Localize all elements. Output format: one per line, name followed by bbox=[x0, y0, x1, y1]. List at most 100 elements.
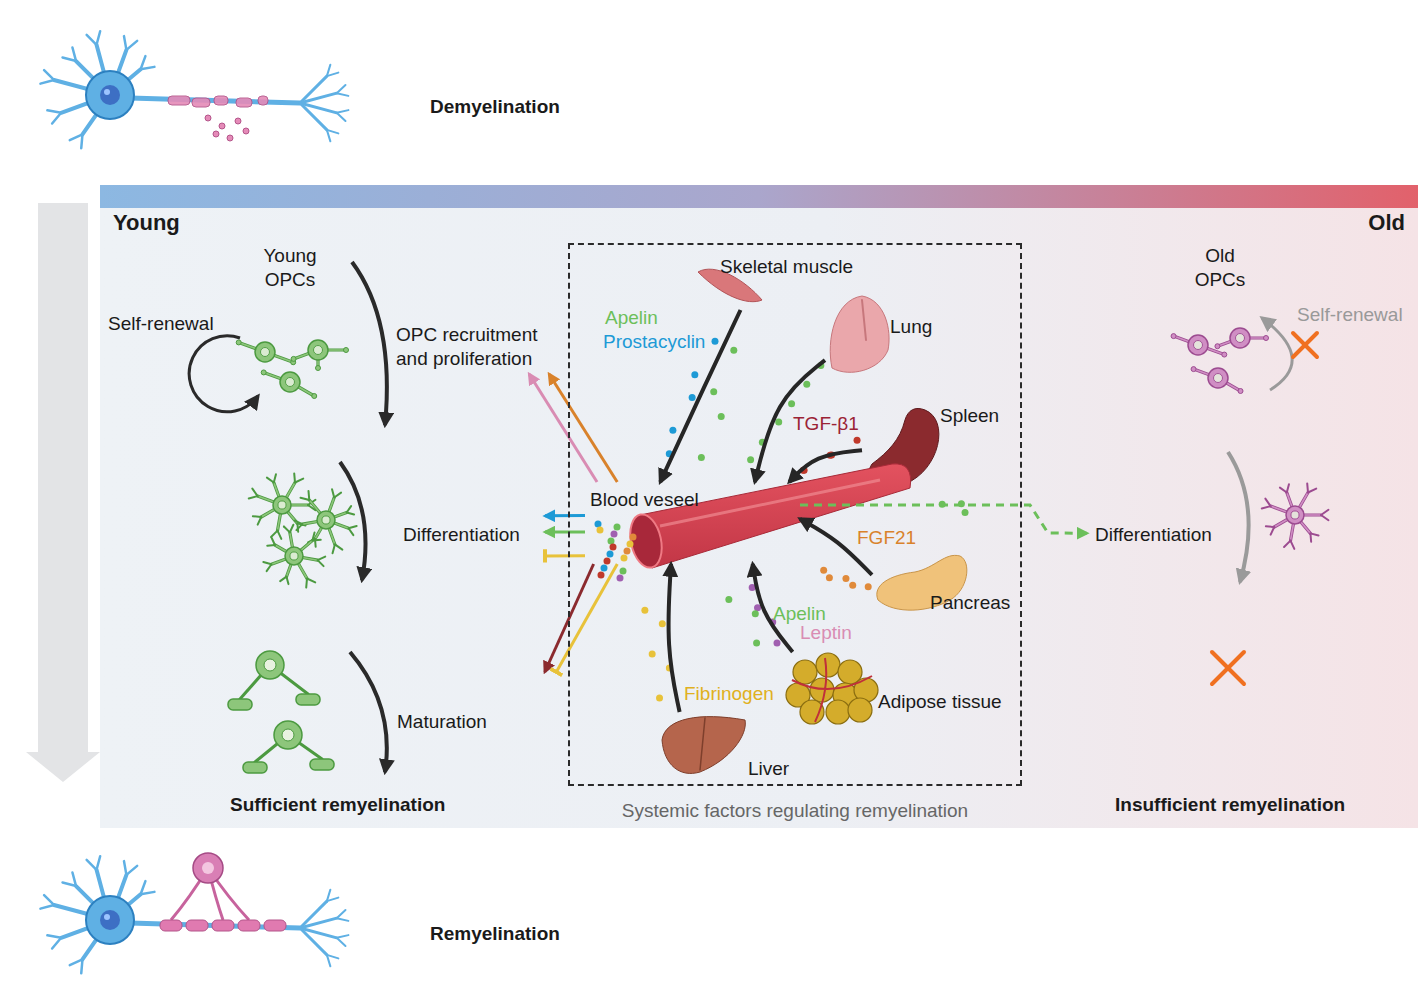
demyelinated-neuron bbox=[327, 130, 331, 141]
mature-oligodendrocytes bbox=[310, 759, 334, 770]
organs bbox=[662, 717, 745, 774]
young-opcs bbox=[255, 342, 275, 362]
organs bbox=[830, 296, 889, 372]
node-label: Differentiation bbox=[403, 523, 520, 547]
demyelinated-neuron bbox=[337, 110, 349, 113]
differentiating-opcs bbox=[258, 517, 262, 525]
factor-dots bbox=[621, 555, 628, 562]
demyelinated-neuron bbox=[214, 96, 228, 105]
differentiating-opcs bbox=[290, 552, 298, 560]
remyelinated-neuron bbox=[300, 918, 337, 928]
text-label: Self-renewal bbox=[1297, 303, 1403, 327]
old-opcs bbox=[1308, 489, 1316, 493]
text-label: Fibrinogen bbox=[684, 682, 774, 706]
blood-vessel bbox=[626, 511, 667, 570]
mature-oligodendrocytes bbox=[282, 729, 294, 741]
mature-oligodendrocytes bbox=[228, 651, 334, 773]
differentiating-opcs bbox=[312, 539, 320, 542]
young-opcs bbox=[286, 378, 295, 387]
factor-dots bbox=[803, 381, 810, 388]
organ-node: Liver bbox=[658, 712, 793, 784]
differentiating-opcs bbox=[318, 560, 324, 566]
remyelinated-neuron bbox=[97, 856, 101, 870]
demyelinated-neuron bbox=[235, 118, 241, 124]
organs bbox=[800, 700, 824, 724]
mature-oligodendrocytes bbox=[228, 699, 252, 710]
young-opcs bbox=[312, 394, 317, 399]
young-opcs bbox=[189, 336, 348, 412]
old-opcs bbox=[1265, 499, 1270, 506]
text-label: Demyelination bbox=[430, 95, 560, 119]
old-opcs bbox=[1188, 335, 1208, 355]
organ-node: Skeletal muscle bbox=[695, 255, 870, 310]
demyelinated-neuron bbox=[168, 96, 190, 105]
node-label: Spleen bbox=[940, 404, 999, 428]
old-opcs bbox=[1287, 484, 1289, 492]
demyelinated-neuron bbox=[40, 31, 348, 148]
organs bbox=[826, 700, 850, 724]
factor-arrow bbox=[556, 564, 617, 672]
demyelinated-neuron bbox=[337, 85, 346, 93]
node-label: Liver bbox=[748, 757, 789, 781]
old-opcs bbox=[1171, 318, 1328, 684]
remyelinated-neuron bbox=[337, 918, 349, 921]
text-label: FGF21 bbox=[857, 526, 916, 550]
young-opcs bbox=[291, 356, 296, 361]
text-label: Self-renewal bbox=[108, 312, 214, 336]
factor-dots bbox=[725, 596, 732, 603]
factor-dots bbox=[669, 427, 676, 434]
factor-dots bbox=[595, 338, 969, 702]
demyelinated-neuron bbox=[300, 103, 327, 130]
differentiating-opcs bbox=[317, 511, 335, 529]
panel-background bbox=[100, 185, 1418, 208]
demyelinated-neuron bbox=[124, 36, 126, 50]
factor-arrow bbox=[545, 514, 585, 517]
old-opcs bbox=[1238, 389, 1243, 394]
differentiating-opcs bbox=[272, 538, 275, 545]
remyelinated-neuron bbox=[193, 853, 223, 883]
factor-dots bbox=[614, 524, 621, 531]
remyelinated-neuron bbox=[87, 860, 97, 870]
factor-dots bbox=[659, 620, 666, 627]
factor-dots bbox=[747, 456, 754, 463]
old-opcs bbox=[1290, 541, 1294, 549]
factor-dots bbox=[753, 640, 760, 647]
demyelinated-neuron bbox=[227, 135, 233, 141]
old-opcs bbox=[1171, 334, 1176, 339]
mature-oligodendrocytes bbox=[243, 762, 267, 773]
remyelinated-neuron bbox=[141, 892, 155, 894]
differentiating-opcs bbox=[300, 498, 309, 500]
remyelinated-neuron bbox=[202, 862, 214, 874]
demyelinated-neuron bbox=[40, 80, 54, 84]
old-opcs bbox=[1212, 652, 1244, 684]
factor-arrow bbox=[529, 374, 597, 482]
differentiating-opcs bbox=[280, 577, 286, 581]
remyelinated-neuron bbox=[70, 959, 83, 965]
demyelinated-neuron bbox=[219, 123, 225, 129]
text-label: Apelin bbox=[605, 306, 658, 330]
node-label: Differentiation bbox=[1095, 523, 1212, 547]
differentiating-opcs bbox=[253, 515, 261, 518]
factor-dots bbox=[689, 394, 696, 401]
mature-oligodendrocytes bbox=[264, 659, 276, 671]
factor-dots bbox=[788, 400, 795, 407]
young-opcs bbox=[316, 366, 321, 371]
stage-node: Differentiation bbox=[1087, 506, 1227, 564]
organs bbox=[816, 653, 840, 677]
factor-dots bbox=[601, 565, 608, 572]
remyelinated-neuron bbox=[104, 914, 110, 920]
differentiating-opcs bbox=[290, 525, 294, 533]
young-stage-arrows bbox=[340, 462, 366, 580]
demyelinated-neuron bbox=[87, 35, 97, 45]
factor-dots bbox=[752, 610, 759, 617]
remyelinated-neuron bbox=[337, 935, 349, 938]
differentiating-opcs bbox=[322, 516, 330, 524]
differentiating-opcs bbox=[274, 474, 276, 482]
remyelinated-neuron bbox=[126, 866, 137, 875]
differentiating-opcs bbox=[296, 524, 302, 530]
organs bbox=[700, 718, 705, 770]
panel-background bbox=[100, 185, 1418, 828]
demyelinated-neuron bbox=[327, 73, 338, 77]
factor-dots bbox=[820, 567, 827, 574]
old-opcs bbox=[1309, 533, 1312, 541]
